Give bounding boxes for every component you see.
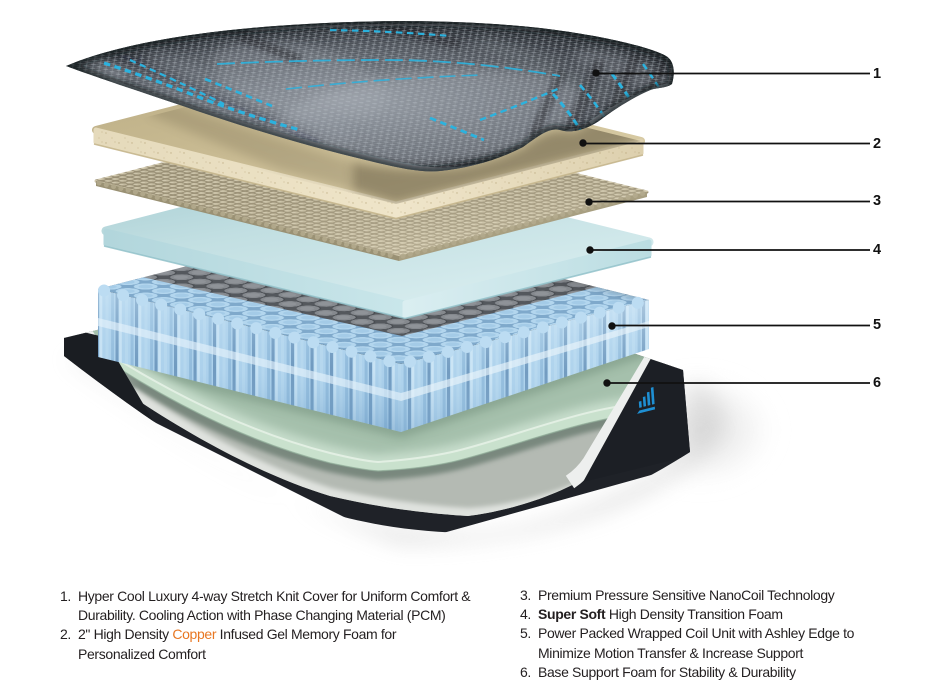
callout-number-6: 6 — [873, 374, 882, 391]
callout-line-3 — [585, 198, 870, 206]
callout-line-6 — [603, 379, 870, 387]
callout-number-5: 5 — [873, 316, 882, 333]
callout-line-1 — [592, 69, 870, 77]
callout-line-4 — [586, 246, 870, 254]
callout-number-4: 4 — [873, 242, 882, 258]
brand-logo-icon — [637, 387, 655, 414]
callout-line-2 — [579, 139, 870, 147]
callout-number-1: 1 — [873, 66, 882, 82]
legend-item-number: 5. — [520, 625, 531, 642]
legend-item: 2. 2" High Density Copper Infused Gel Mem… — [60, 625, 500, 664]
legend-item-text: Premium Pressure Sensitive NanoCoil Tech… — [538, 586, 835, 603]
legend-item-number: 4. — [520, 605, 531, 622]
legend-right-column: 3. Premium Pressure Sensitive NanoCoil Te… — [520, 586, 930, 683]
legend-item-number: 2. — [60, 626, 71, 643]
legend-item-text: 2" High Density Copper Infused Gel Memor… — [78, 626, 397, 662]
legend-item-text: Power Packed Wrapped Coil Unit with Ashl… — [538, 625, 855, 661]
legend-left-column: 1. Hyper Cool Luxury 4-way Stretch Knit C… — [60, 587, 500, 665]
legend-item-text: Hyper Cool Luxury 4-way Stretch Knit Cov… — [78, 587, 471, 623]
legend-item-text: Super Soft High Density Transition Foam — [538, 605, 783, 622]
legend-item: 1. Hyper Cool Luxury 4-way Stretch Knit C… — [60, 587, 500, 626]
callout-line-5 — [608, 322, 870, 330]
callout-number-2: 2 — [873, 136, 882, 152]
legend-item-number: 3. — [520, 586, 531, 603]
callout-number-3: 3 — [873, 193, 882, 209]
legend-item: 5. Power Packed Wrapped Coil Unit with As… — [520, 624, 930, 663]
legend-item: 3. Premium Pressure Sensitive NanoCoil Te… — [520, 586, 930, 605]
legend-item-text: Base Support Foam for Stability & Durabi… — [538, 664, 796, 681]
legend-item-number: 6. — [520, 664, 531, 681]
legend-item-number: 1. — [60, 587, 71, 604]
legend-item: 4. Super Soft High Density Transition Foa… — [520, 605, 930, 624]
base-left-corner — [64, 324, 155, 424]
legend-item: 6. Base Support Foam for Stability & Dura… — [520, 663, 930, 682]
callout-lines — [579, 69, 870, 387]
